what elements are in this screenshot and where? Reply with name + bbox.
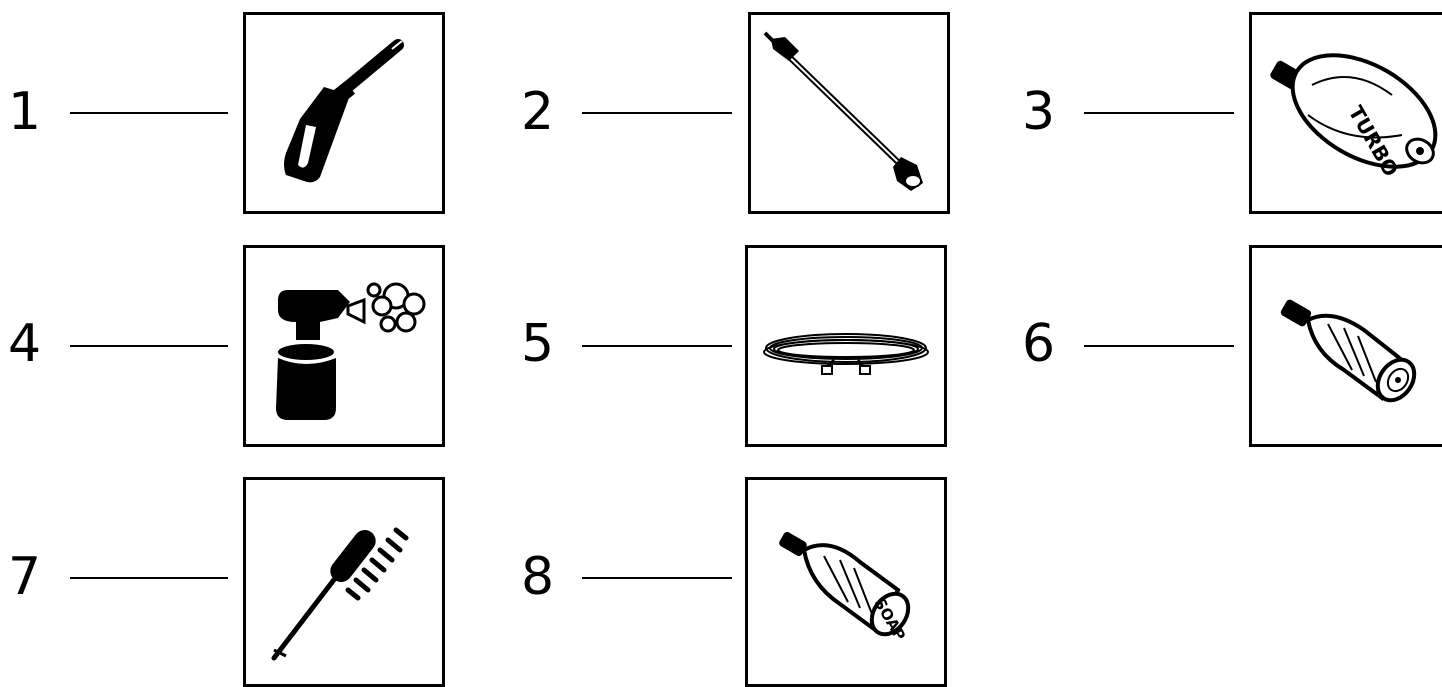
turbo-nozzle-icon: TURBO (1252, 15, 1442, 211)
lance-wand-icon (751, 15, 947, 211)
item-box-2 (748, 12, 950, 214)
leader-line-7 (70, 577, 228, 579)
item-box-7 (243, 477, 445, 687)
item-number-6: 6 (1022, 318, 1055, 370)
adjustable-nozzle-icon (1252, 248, 1442, 444)
leader-line-4 (70, 345, 228, 347)
leader-line-6 (1084, 345, 1234, 347)
item-box-6 (1249, 245, 1442, 447)
item-number-1: 1 (8, 86, 41, 138)
coiled-hose-icon (748, 248, 944, 444)
leader-line-8 (582, 577, 732, 579)
item-number-4: 4 (8, 318, 41, 370)
item-number-3: 3 (1022, 86, 1055, 138)
item-number-8: 8 (521, 551, 554, 603)
leader-line-3 (1084, 112, 1234, 114)
item-box-8: SOAP (745, 477, 947, 687)
item-box-5 (745, 245, 947, 447)
leader-line-1 (70, 112, 228, 114)
item-box-3: TURBO (1249, 12, 1442, 214)
leader-line-2 (582, 112, 732, 114)
brush-icon (246, 480, 442, 684)
item-number-7: 7 (8, 551, 41, 603)
item-number-2: 2 (521, 86, 554, 138)
item-box-1 (243, 12, 445, 214)
leader-line-5 (582, 345, 732, 347)
soap-nozzle-icon: SOAP (748, 480, 944, 684)
foam-bottle-icon (246, 248, 442, 444)
spray-gun-icon (246, 15, 442, 211)
item-box-4 (243, 245, 445, 447)
item-number-5: 5 (521, 318, 554, 370)
